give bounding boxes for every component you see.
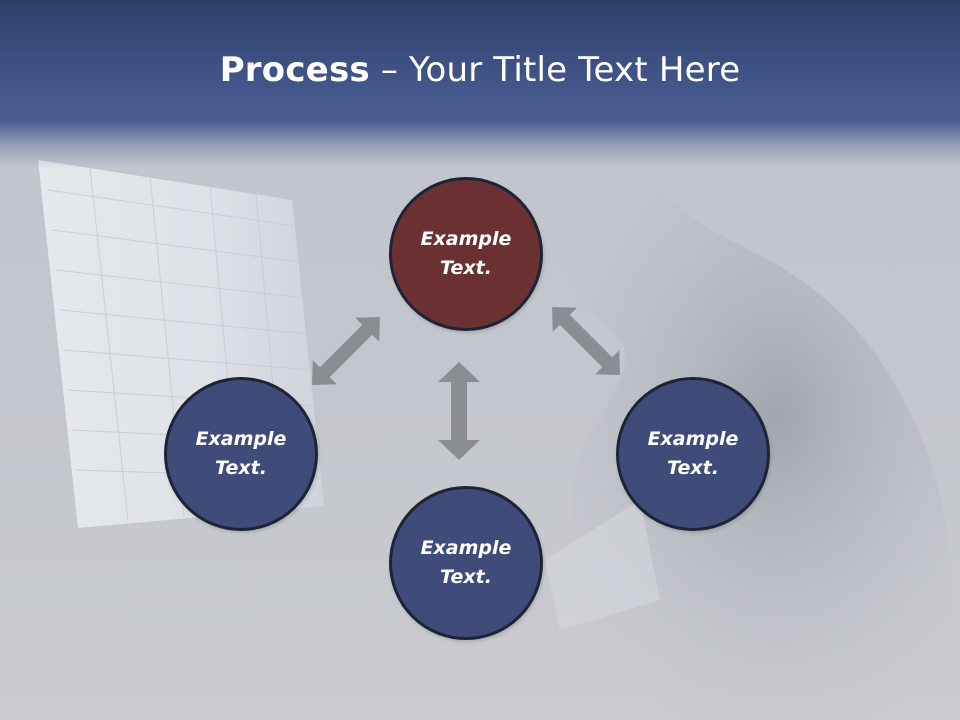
process-node-top: Example Text.	[389, 177, 543, 331]
double-arrow-icon	[312, 317, 380, 385]
node-text-line1: Example	[420, 537, 512, 559]
node-text-line1: Example	[195, 428, 287, 450]
title-bar	[0, 0, 960, 168]
process-node-left: Example Text.	[164, 377, 318, 531]
node-text-line1: Example	[647, 428, 739, 450]
slide-title-rest: – Your Title Text Here	[369, 50, 741, 90]
double-arrow-icon	[438, 362, 480, 460]
process-node-right: Example Text.	[616, 377, 770, 531]
node-text-line2: Text.	[215, 457, 267, 479]
double-arrow-icon	[552, 307, 620, 375]
node-text-line2: Text.	[440, 257, 492, 279]
node-text-line2: Text.	[440, 566, 492, 588]
process-node-bottom: Example Text.	[389, 486, 543, 640]
node-text-line2: Text.	[667, 457, 719, 479]
slide-title: Process – Your Title Text Here	[0, 50, 960, 90]
slide-title-bold: Process	[219, 50, 370, 90]
node-text-line1: Example	[420, 228, 512, 250]
